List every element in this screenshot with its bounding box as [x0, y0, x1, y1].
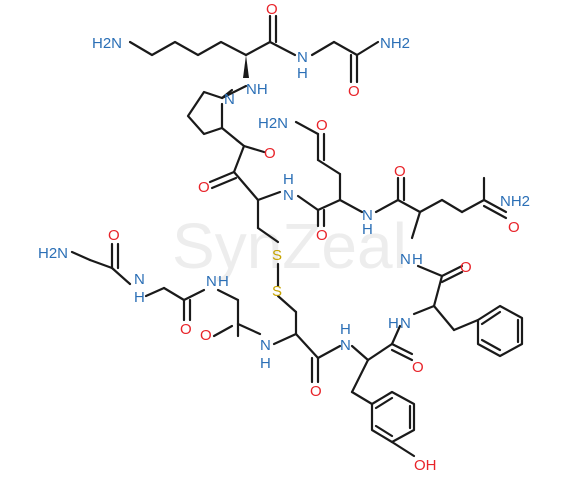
gly2-n-label: N: [134, 271, 145, 288]
gln-h-label: H: [412, 251, 423, 268]
sulfur-labels: S S: [272, 247, 282, 300]
gly2-h-label: H: [134, 289, 145, 306]
pro-o-label: O: [264, 145, 276, 162]
pro-n-label: N: [224, 91, 235, 108]
s2-label: S: [272, 283, 282, 300]
gly3-n-label: N: [206, 273, 217, 290]
cterm-o-label: O: [348, 83, 360, 100]
cterm-nh2-label: NH2: [380, 35, 410, 52]
gln-nh-label: N: [400, 251, 411, 268]
phe-o-label: O: [460, 259, 472, 276]
h-amide1-label: H: [297, 65, 308, 82]
asn-h-label: H: [362, 221, 373, 238]
cys1-nh-label: N: [283, 187, 294, 204]
asn-o-label: O: [316, 117, 328, 134]
watermark-text: SynZeal: [172, 210, 407, 282]
tyr-n-label: N: [340, 337, 351, 354]
cys2-n-label: N: [260, 337, 271, 354]
s1-label: S: [272, 247, 282, 264]
nitrogen-labels: H2N NH N H NH2 N N H H2N N H NH2 N H H2N…: [38, 35, 530, 372]
phe-h-label: H: [388, 315, 399, 332]
gln-side-o-label: O: [508, 219, 520, 236]
asn-nh-label: N: [362, 207, 373, 224]
tyr-h-label: H: [340, 321, 351, 338]
nh-lys-label: NH: [246, 81, 268, 98]
nh-amide1-label: N: [297, 49, 308, 66]
gln-o-label: O: [394, 163, 406, 180]
gly1-o-label: O: [108, 227, 120, 244]
asn-nh2-label: H2N: [258, 115, 288, 132]
asn-amide-o-label: O: [316, 227, 328, 244]
cys2-h-label: H: [260, 355, 271, 372]
lys-nh2-label: H2N: [92, 35, 122, 52]
cys1-o-label: O: [198, 179, 210, 196]
bonds: [70, 14, 524, 458]
gly2-o-label: O: [180, 321, 192, 338]
gly3-o-label: O: [200, 327, 212, 344]
tyr-o-label: O: [412, 359, 424, 376]
cys1-h-label: H: [283, 171, 294, 188]
oxygen-labels: O O O O O O O O O O O O O O OH: [108, 1, 520, 474]
gly3-h-label: H: [218, 273, 229, 290]
oh-label: OH: [414, 457, 437, 474]
cys2-o-label: O: [310, 383, 322, 400]
phe-n-label: N: [400, 315, 411, 332]
gln-nh2-label: NH2: [500, 193, 530, 210]
lys-o-label: O: [266, 1, 278, 18]
gly-nh2-label: H2N: [38, 245, 68, 262]
